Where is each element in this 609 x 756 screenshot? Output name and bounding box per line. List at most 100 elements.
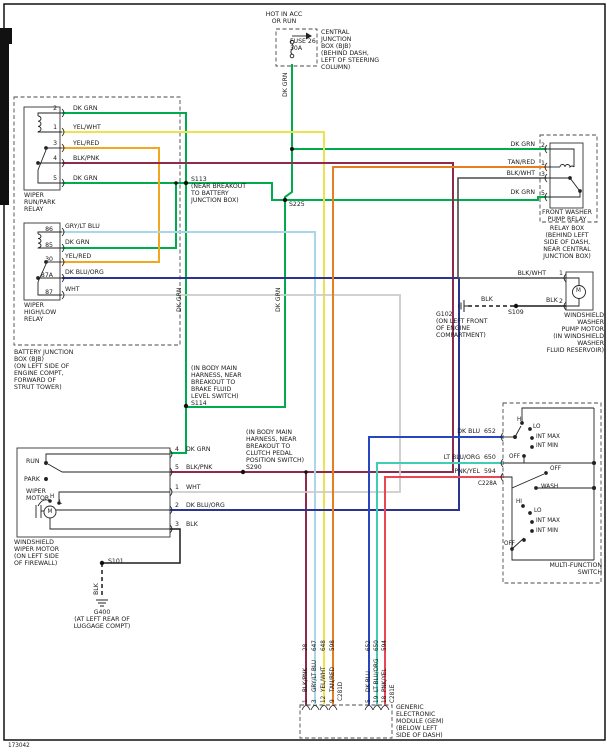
splice-s101-dot [99, 560, 105, 566]
wire-dkgrn-s113-to-s225 [186, 182, 285, 201]
wire-lt-blu-org [376, 462, 503, 705]
mfs-input-wire: LT BLU/ORG [443, 454, 480, 461]
gem-wire-color: LT BLU/ORG [374, 658, 380, 692]
ground-symbols [96, 300, 468, 607]
runpark-pin-wire: DK GRN [73, 105, 98, 112]
runpark-pin-wire: DK GRN [73, 175, 98, 182]
gem-wire-color: TAN/RED [330, 666, 336, 692]
wiper-motor-pin-num: 3 [175, 521, 179, 528]
gem-wire-color: YEL/WHT [321, 666, 327, 692]
runpark-relay-box [23, 106, 61, 191]
highlow-pin-num: 85 [45, 242, 53, 249]
washer-motor-pin-num: 1 [559, 270, 563, 277]
washer-motor-pin-wire: BLK/WHT [517, 270, 546, 277]
washer-motor-pin-num: 2 [559, 298, 563, 305]
washer-relay-box [549, 142, 584, 209]
mfs-input-circuit: 650 [484, 454, 496, 461]
runpark-pin-num: 5 [53, 175, 57, 182]
runpark-pin-num: 2 [53, 105, 57, 112]
highlow-pin-num: 30 [45, 256, 53, 263]
runpark-relay-name: WIPER RUN/PARK RELAY [24, 192, 56, 213]
s113-note: S113 (NEAR BREAKOUT TO BATTERY JUNCTION … [191, 176, 247, 204]
gem-box [299, 704, 393, 739]
mfs-wash-label: WASH [541, 484, 559, 490]
splice-dots [99, 147, 519, 566]
washer-relay-pin-wire: BLK/WHT [506, 170, 535, 177]
splice-s114-dot [183, 403, 189, 409]
gem-circuit: 598 [330, 640, 336, 651]
wire-dkgrn-s114-to-wiper-motor [170, 406, 187, 454]
wire-gry-lt-blu [62, 231, 316, 705]
mfs-input-circuit: 652 [484, 428, 496, 435]
gem-pin-num: 1 [303, 699, 309, 703]
gem-circuit: 28 [303, 643, 309, 651]
wiper-motor-letter: M [47, 508, 53, 515]
washer-relay-pin-num: 5 [541, 190, 545, 197]
runpark-pin-num: 4 [53, 155, 57, 162]
gem-wire-color: PNK/YEL [382, 668, 388, 692]
wire-label-dkgrn-feed: DK GRN [282, 72, 289, 97]
runpark-pin-num: 1 [53, 124, 57, 131]
junction-gem-blkpnk [304, 470, 308, 474]
highlow-pin-wire: DK BLU/ORG [65, 269, 104, 276]
wiper-motor-pin-num: 2 [175, 502, 179, 509]
washer-motor-internals [566, 277, 586, 307]
highlow-pin-num: 86 [45, 226, 53, 233]
wire-dk-blu-org [62, 277, 460, 511]
washer-relay-internals [547, 148, 582, 198]
relay-box-note: RELAY BOX (BEHIND LEFT SIDE OF DASH, NEA… [543, 225, 591, 260]
multifunction-switch-box [502, 402, 602, 584]
fuse-label: FUSE 26 30A [290, 38, 316, 52]
washer-relay-pin-wire: DK GRN [510, 189, 535, 196]
runpark-pin-wire: YEL/WHT [73, 124, 101, 131]
wire-dkgrn-highlow-pin85 [62, 184, 177, 249]
gem-wire-color: BLK/PNK [303, 667, 309, 692]
gem-pin-num: 18 [382, 695, 388, 703]
mfs-pos-off: OFF [509, 454, 521, 460]
gem-circuit: 652 [366, 640, 372, 651]
wire-yel-wht [62, 131, 325, 705]
diagram-id: 173042 [8, 743, 30, 749]
wiper-motor-l-label: L [59, 500, 63, 506]
wiper-motor-run-label: RUN [26, 458, 40, 465]
splice-s225-dot [282, 197, 288, 203]
wiper-motor-pin-num: 4 [175, 446, 179, 453]
gem-wire-color: GRY/LT BLU [312, 659, 318, 692]
highlow-relay-internals [36, 231, 62, 296]
s109-label: S109 [508, 309, 524, 316]
washer-relay-pin-num: 1 [541, 160, 545, 167]
wiper-motor-pin-num: 5 [175, 464, 179, 471]
mfs-pos2-hi: HI [516, 499, 522, 505]
component-boxes-dashed [13, 28, 602, 739]
wiper-motor-pin-wire: BLK [186, 521, 198, 528]
gem-circuit: 647 [312, 640, 318, 651]
highlow-pin-num: 87A [40, 272, 53, 279]
washer-relay-pin-num: 3 [541, 171, 545, 178]
s101-label: S101 [108, 558, 124, 565]
gem-name: GENERIC ELECTRONIC MODULE (GEM) (BELOW L… [396, 704, 444, 739]
washer-motor-pin-wire: BLK [546, 297, 558, 304]
wiper-motor-h-label: H [50, 494, 55, 500]
mfs-pos-int-max: INT MAX [536, 434, 560, 440]
washer-relay-pin-num: 2 [541, 142, 545, 149]
highlow-relay-box [23, 222, 61, 301]
wire-dk-blu [368, 436, 503, 705]
wire-dkgrn-s225-to-s114 [186, 200, 286, 408]
g400-ground-icon [96, 599, 108, 607]
wire-dkgrn-runpark-pin2 [62, 112, 187, 183]
highlow-relay-name: WIPER HIGH/LOW RELAY [24, 302, 57, 323]
washer-relay-name: FRONT WASHER PUMP RELAY [542, 209, 592, 223]
gem-connector-e: C281E [390, 684, 396, 703]
hot-in-acc-label: HOT IN ACC OR RUN [265, 11, 303, 25]
wiper-motor-park-label: PARK [24, 476, 40, 483]
wire-label-blk-g400: BLK [93, 583, 100, 595]
mfs-wash-off: OFF [550, 466, 562, 472]
gem-pin-num: 9 [330, 699, 336, 703]
gem-pin-num: 19 [374, 695, 380, 703]
g102-ground-icon [458, 300, 468, 312]
junction-fuse-branch [290, 147, 294, 151]
mfs-pos-lo: LO [533, 424, 541, 430]
wiper-motor-pin-wire: WHT [186, 484, 201, 491]
